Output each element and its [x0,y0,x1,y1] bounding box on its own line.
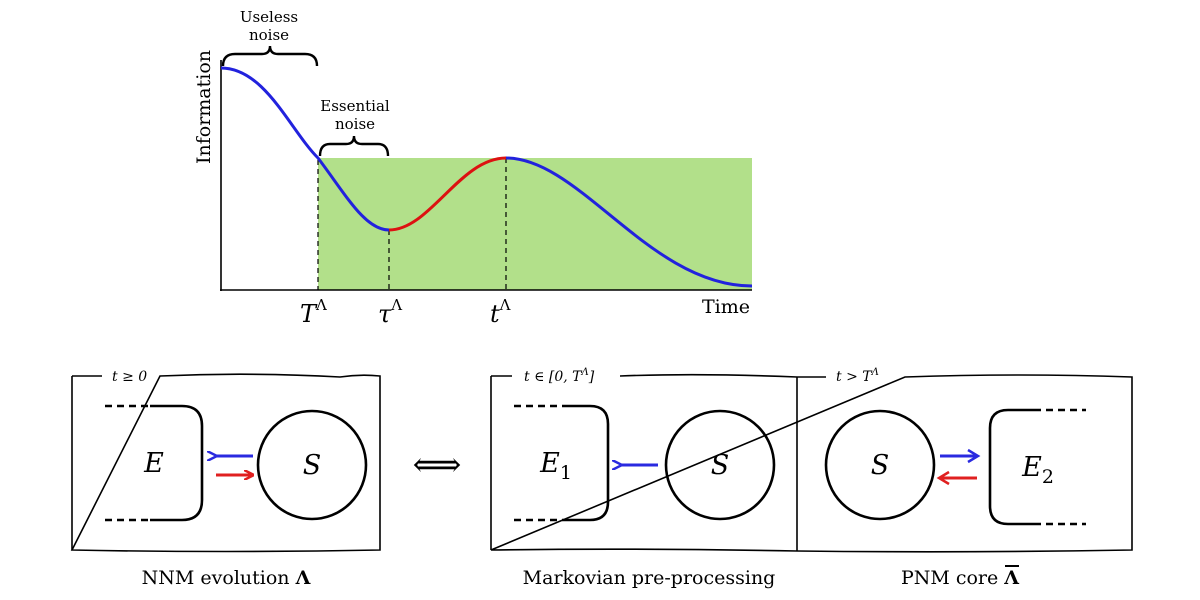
pnm-time-label: t > TΛ [836,367,879,385]
pnm-system-label: S [871,450,890,481]
pnm-environment-label: E2 [1021,452,1054,488]
pnm-caption: PNM core Λ [901,567,1019,589]
decomposition-frame [490,373,1133,553]
nnm-panel-frame [70,373,381,553]
markov-caption: Markovian pre-processing [523,567,776,589]
pnm-system-circle [824,409,936,521]
markov-environment-label: E1 [539,448,572,484]
nnm-system-label: S [303,450,322,481]
information-curve-tail [505,156,753,288]
nnm-panel: t ≥ 0 E S NNM evolution Λ [70,369,381,589]
markov-system-circle [664,409,776,521]
tick-label-tau: τΛ [378,296,402,328]
useless-noise-label-1: Useless [240,8,298,26]
essential-noise-label-2: noise [335,115,375,133]
equivalence-symbol: ⟺ [413,445,462,485]
markov-time-label: t ∈ [0, TΛ] [524,367,595,385]
nnm-caption: NNM evolution Λ [142,567,311,589]
information-plot: Useless noise Essential noise Informatio… [193,8,753,328]
markov-environment-body [566,404,610,522]
information-curve-decay [220,66,390,232]
useless-noise-label-2: noise [249,26,289,44]
useless-noise-brace [221,45,319,67]
nnm-environment-label: E [143,448,164,479]
x-axis-label: Time [702,296,750,318]
essential-noise-region [318,158,752,290]
tick-label-T: TΛ [300,296,327,328]
markov-system-label: S [711,450,730,481]
y-axis-label: Information [193,50,215,164]
nnm-environment-shape-body [150,404,204,522]
decomposition-panels: t ∈ [0, TΛ] E1 S Markovian pre-processin… [490,367,1133,589]
essential-noise-brace [318,135,390,157]
tick-label-t: tΛ [490,296,511,328]
pnm-arrow-blue-head [967,448,981,464]
pnm-environment-body [988,408,1034,526]
pnm-arrow-red-head [936,470,950,486]
nnm-system-circle [256,409,368,521]
essential-noise-label-1: Essential [320,97,390,115]
nnm-time-label: t ≥ 0 [112,369,147,385]
information-curve-revival [388,156,507,232]
